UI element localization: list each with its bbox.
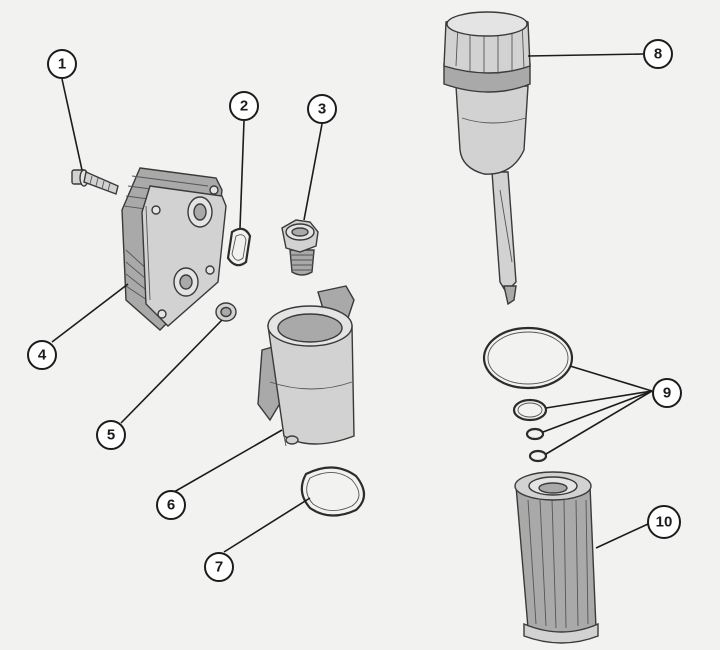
leader-7 xyxy=(223,497,311,553)
callout-4-label: 4 xyxy=(38,347,47,364)
leader-9d xyxy=(545,390,653,455)
leader-10 xyxy=(595,523,649,549)
oil-cooler-icon xyxy=(121,167,227,331)
callout-8-label: 8 xyxy=(654,46,662,63)
o-ring-set-icon xyxy=(482,326,574,463)
callout-9-label: 9 xyxy=(663,385,671,402)
leader-8 xyxy=(527,53,644,57)
seal-washer-icon xyxy=(215,302,237,322)
leader-9a xyxy=(569,365,653,392)
leader-3 xyxy=(303,123,323,221)
leader-5 xyxy=(120,319,223,424)
threaded-nipple-icon xyxy=(281,219,319,276)
leader-1 xyxy=(61,78,83,171)
callout-5-label: 5 xyxy=(107,427,115,444)
callout-7: 7 xyxy=(204,552,234,582)
callout-2: 2 xyxy=(229,91,259,121)
leader-lines xyxy=(51,53,653,553)
leader-2 xyxy=(239,120,245,229)
callout-5: 5 xyxy=(96,420,126,450)
callout-3: 3 xyxy=(307,94,337,124)
callout-8: 8 xyxy=(643,39,673,69)
callout-6-label: 6 xyxy=(167,497,175,514)
callout-9: 9 xyxy=(652,378,682,408)
callout-10-label: 10 xyxy=(656,514,673,531)
bolt-icon xyxy=(71,169,119,195)
callout-10: 10 xyxy=(647,505,681,539)
callout-7-label: 7 xyxy=(215,559,223,576)
gasket-icon xyxy=(226,227,252,267)
callout-1-label: 1 xyxy=(58,56,66,73)
callout-4: 4 xyxy=(27,340,57,370)
callout-1: 1 xyxy=(47,49,77,79)
callout-6: 6 xyxy=(156,490,186,520)
leader-6 xyxy=(173,429,283,493)
housing-seal-ring-icon xyxy=(300,466,366,517)
leader-9b xyxy=(545,390,653,409)
leader-9c xyxy=(542,390,653,433)
filter-element-icon xyxy=(514,471,599,644)
callout-2-label: 2 xyxy=(240,98,248,115)
callout-3-label: 3 xyxy=(318,101,326,118)
leader-4 xyxy=(51,283,129,343)
filter-housing-icon xyxy=(257,285,355,447)
filter-cap-with-dipstick-icon xyxy=(443,11,531,306)
